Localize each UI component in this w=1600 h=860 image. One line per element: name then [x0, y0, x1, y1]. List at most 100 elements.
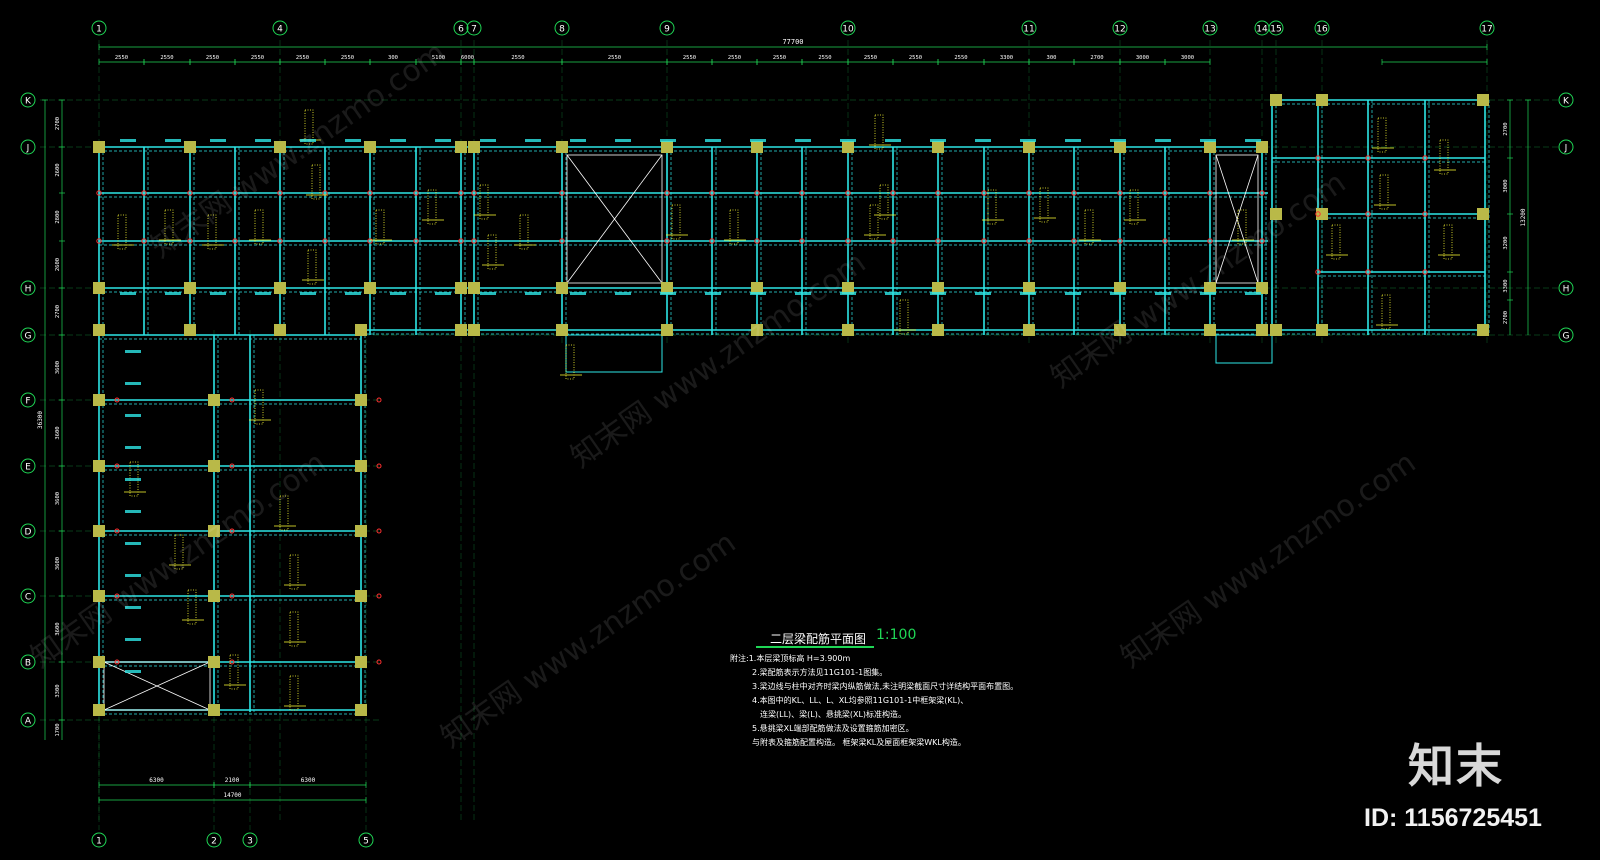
- column: [93, 460, 105, 472]
- axis-bubble: [91, 832, 107, 848]
- beam-callout: [729, 209, 739, 245]
- beam-label: [125, 478, 141, 481]
- beam-label: [165, 292, 181, 295]
- column: [1256, 324, 1268, 336]
- rebar-mark: [1422, 211, 1428, 217]
- rebar-mark: [1422, 269, 1428, 275]
- axis-bubble-label: 8: [559, 25, 565, 35]
- axis-bubble-label: 12: [1114, 25, 1125, 35]
- column: [93, 282, 105, 294]
- rebar-mark: [376, 593, 382, 599]
- axis-bubble-label: C: [25, 593, 31, 603]
- beam-label: [1065, 292, 1081, 295]
- beam-label: [795, 292, 811, 295]
- column: [1477, 324, 1489, 336]
- axis-bubble-label: 10: [842, 25, 854, 35]
- rebar-mark: [981, 190, 987, 196]
- axis-bubble: [20, 458, 36, 474]
- rebar-mark: [845, 238, 851, 244]
- stair-frame: [566, 154, 663, 284]
- beam-label: [885, 292, 901, 295]
- rebar-mark: [1365, 269, 1371, 275]
- rebar-mark: [187, 190, 193, 196]
- axis-bubble: [1202, 20, 1218, 36]
- beam-callout: [1039, 187, 1049, 223]
- rebar-mark: [1026, 238, 1032, 244]
- column: [1023, 324, 1035, 336]
- axis-bubble-label: 15: [1270, 25, 1281, 35]
- column: [208, 394, 220, 406]
- column: [468, 282, 480, 294]
- beam-label: [390, 292, 406, 295]
- rebar-mark: [799, 190, 805, 196]
- beam-label: [615, 292, 631, 295]
- rebar-mark: [1315, 155, 1321, 161]
- note-line: 附注:1.本层梁顶标高 H=3.900m: [730, 654, 851, 663]
- beam-callout: [254, 389, 264, 425]
- rebar-mark: [709, 238, 715, 244]
- axis-bubble: [20, 523, 36, 539]
- rebar-mark: [664, 238, 670, 244]
- axis-bubble: [1558, 139, 1574, 155]
- dim-text: 3600: [55, 361, 61, 374]
- column: [93, 394, 105, 406]
- dim-text: 3000: [1181, 55, 1194, 61]
- beam-label: [435, 139, 451, 142]
- rebar-mark: [413, 190, 419, 196]
- beam-label: [1020, 292, 1036, 295]
- beam-callout: [879, 184, 889, 220]
- canopy-beam: [565, 334, 663, 373]
- column: [455, 282, 467, 294]
- rebar-mark: [664, 190, 670, 196]
- rebar-mark: [376, 528, 382, 534]
- dim-text: 2700: [1503, 122, 1509, 135]
- rebar-mark: [890, 190, 896, 196]
- column: [1270, 94, 1282, 106]
- beam-label: [1155, 139, 1171, 142]
- dim-text: 2550: [511, 55, 524, 61]
- axis-bubble: [1558, 327, 1574, 343]
- rebar-mark: [1315, 269, 1321, 275]
- beam-label: [125, 414, 141, 417]
- rebar-mark: [1071, 238, 1077, 244]
- beam-label: [125, 638, 141, 641]
- beam-callout: [874, 114, 884, 150]
- column: [556, 141, 568, 153]
- column: [93, 590, 105, 602]
- rebar-mark: [1259, 238, 1265, 244]
- column: [1316, 208, 1328, 220]
- rebar-mark: [1071, 190, 1077, 196]
- stair-cross: [103, 661, 211, 711]
- axis-bubble: [1268, 20, 1284, 36]
- rebar-mark: [376, 463, 382, 469]
- column: [355, 394, 367, 406]
- dim-text: 2550: [206, 55, 219, 61]
- rebar-mark: [376, 659, 382, 665]
- dim-text: 2700: [1503, 311, 1509, 324]
- column: [93, 704, 105, 716]
- axis-bubble: [453, 20, 469, 36]
- beam-label: [1245, 292, 1261, 295]
- column: [751, 282, 763, 294]
- column-layout: [93, 94, 1489, 716]
- dim-text: 2550: [954, 55, 967, 61]
- beam-label: [120, 139, 136, 142]
- beam-callout: [304, 109, 314, 145]
- column: [208, 656, 220, 668]
- dim-text: 2550: [728, 55, 741, 61]
- rebar-mark: [141, 238, 147, 244]
- column: [355, 704, 367, 716]
- axis-bubble-label: 1: [96, 837, 102, 847]
- beam-label: [345, 139, 361, 142]
- rebar-mark: [890, 238, 896, 244]
- axis-bubble: [20, 280, 36, 296]
- beam-callout: [1084, 209, 1094, 245]
- beam-label: [480, 292, 496, 295]
- beam-label: [525, 292, 541, 295]
- axis-bubble: [554, 20, 570, 36]
- beam-callout: [207, 214, 217, 250]
- beam-callout: [254, 209, 264, 245]
- beam-label: [975, 139, 991, 142]
- rebar-mark: [471, 190, 477, 196]
- axis-bubble-label: D: [25, 528, 32, 538]
